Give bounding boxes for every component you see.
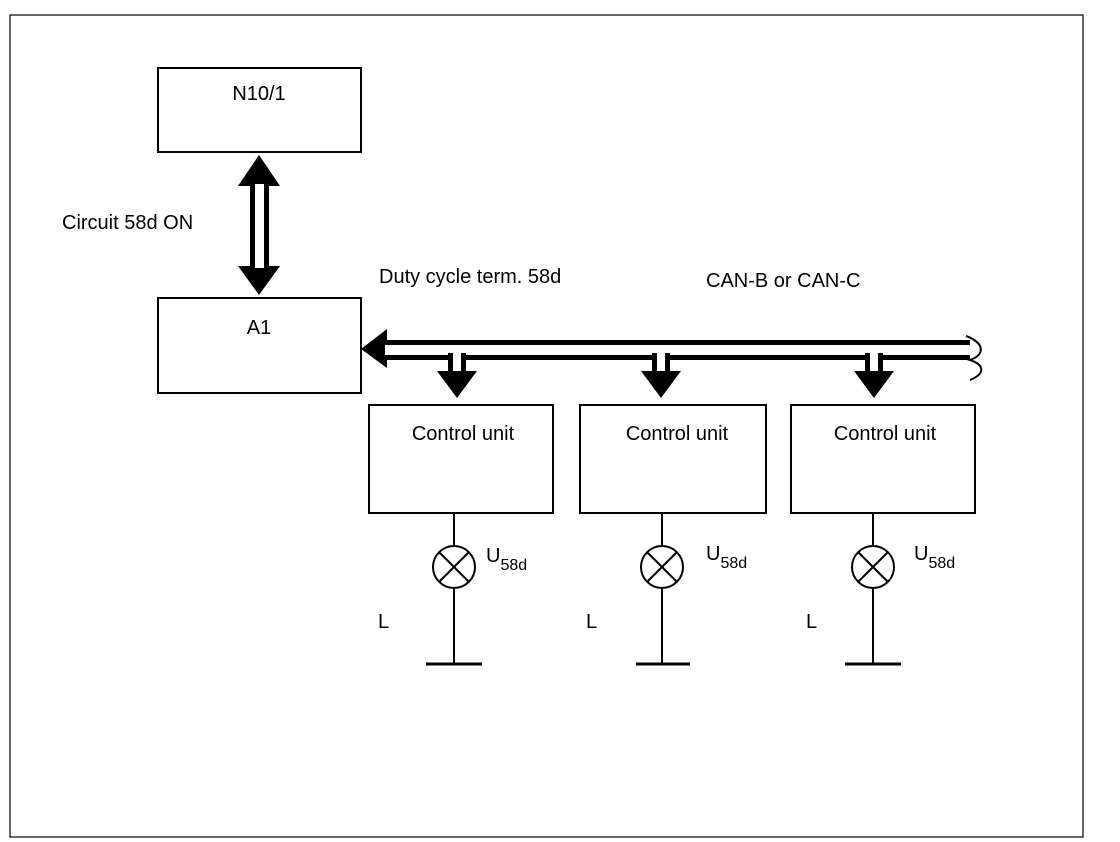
can-bus-label: CAN-B or CAN-C — [706, 270, 860, 292]
control-unit-3: Control unit U58d L — [790, 404, 976, 666]
ground-2-label: L — [586, 611, 597, 633]
voltage-3-label: U58d — [914, 543, 955, 572]
lamp-3-icon — [851, 545, 895, 589]
voltage-2-label: U58d — [706, 543, 747, 572]
control-unit-1-label: Control unit — [412, 423, 515, 445]
control-unit-2: Control unit U58d L — [579, 404, 767, 666]
a1-box — [157, 297, 362, 394]
can-bus-line — [361, 329, 983, 398]
control-unit-3-label: Control unit — [834, 423, 937, 445]
duty-cycle-label: Duty cycle term. 58d — [379, 266, 561, 288]
lamp-1-icon — [432, 545, 476, 589]
circuit-58d-label: Circuit 58d ON — [62, 212, 193, 234]
a1-label: A1 — [247, 317, 271, 339]
control-unit-1: Control unit U58d L — [368, 404, 554, 666]
voltage-1-label: U58d — [486, 545, 527, 574]
ground-3-label: L — [806, 611, 817, 633]
n10-1-box — [157, 67, 362, 153]
lamp-2-icon — [640, 545, 684, 589]
diagram-frame — [9, 14, 1084, 838]
control-unit-2-label: Control unit — [626, 423, 729, 445]
n10-1-label: N10/1 — [232, 83, 285, 105]
bidirectional-arrow — [238, 155, 280, 295]
ground-1-label: L — [378, 611, 389, 633]
